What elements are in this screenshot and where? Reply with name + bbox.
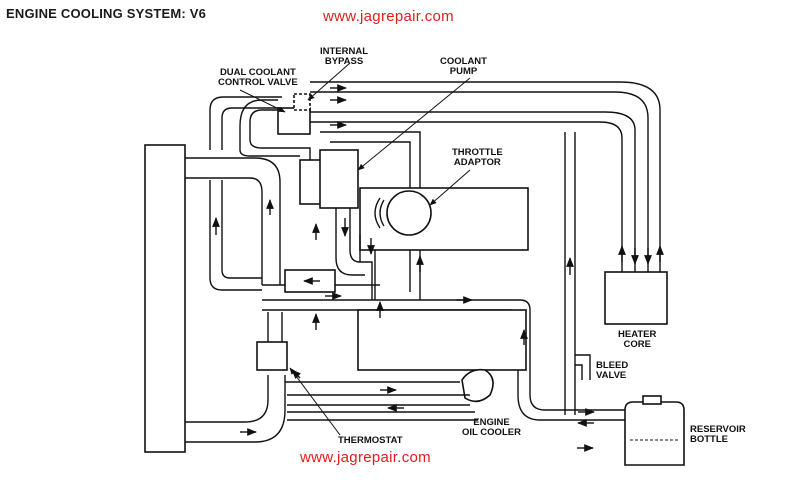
- dual-coolant-control-valve: [277, 107, 311, 135]
- pump-down-pipes: [335, 208, 376, 300]
- watermark-bottom: www.jagrepair.com: [300, 449, 431, 466]
- leader-lines: [239, 62, 471, 436]
- reservoir-return: [517, 132, 625, 421]
- label-internal-bypass-line1: INTERNAL: [320, 46, 369, 57]
- label-coolant-pump-line1: COOLANT: [440, 56, 487, 67]
- label-bleed-valve-line1: BLEED: [596, 360, 629, 371]
- engine-block-lower: [357, 309, 527, 371]
- internal-bypass: [293, 93, 311, 111]
- throttle-adaptor: [386, 190, 432, 236]
- upper-radiator-hose: [185, 157, 281, 285]
- label-engine-oil-cooler-line1: ENGINE: [473, 417, 510, 428]
- lower-radiator-hose: [185, 375, 286, 443]
- radiator: [144, 144, 186, 453]
- label-coolant-pump-line2: PUMP: [449, 66, 478, 77]
- label-coolant-pump: COOLANT PUMP: [440, 57, 487, 77]
- label-bleed-valve-line2: VALVE: [596, 370, 627, 381]
- valve-loop-lines: [239, 99, 311, 160]
- watermark-top: www.jagrepair.com: [323, 8, 454, 25]
- engine-oil-cooler: [285, 368, 494, 421]
- label-engine-oil-cooler-line2: OIL COOLER: [462, 427, 521, 438]
- label-dccv-line2: CONTROL VALVE: [218, 77, 298, 88]
- label-reservoir-bottle-line1: RESERVOIR: [690, 424, 746, 435]
- label-reservoir-bottle-line2: BOTTLE: [690, 434, 728, 445]
- diagram-title: ENGINE COOLING SYSTEM: V6: [6, 6, 207, 21]
- label-engine-oil-cooler: ENGINE OIL COOLER: [462, 418, 521, 438]
- label-heater-core: HEATER CORE: [618, 330, 656, 350]
- engine-block-upper: [359, 187, 529, 251]
- reservoir-bottle: [624, 395, 685, 466]
- label-throttle-adaptor-line1: THROTTLE: [452, 147, 503, 158]
- thermostat: [256, 341, 288, 371]
- bleed-valve: [575, 354, 591, 380]
- label-dual-coolant-control-valve: DUAL COOLANT CONTROL VALVE: [218, 68, 298, 88]
- heater-core: [604, 271, 668, 325]
- coolant-pump-outlet: [319, 149, 359, 209]
- label-thermostat-line1: THERMOSTAT: [338, 435, 403, 446]
- flow-arrows: [212, 84, 664, 452]
- label-throttle-adaptor: THROTTLE ADAPTOR: [452, 148, 503, 168]
- label-dccv-line1: DUAL COOLANT: [219, 67, 296, 78]
- label-heater-core-line2: CORE: [623, 339, 651, 350]
- label-reservoir-bottle: RESERVOIR BOTTLE: [690, 425, 746, 445]
- label-bleed-valve: BLEED VALVE: [596, 361, 628, 381]
- radiator-side-loop: [209, 96, 282, 291]
- label-internal-bypass-line2: BYPASS: [324, 56, 364, 67]
- label-thermostat: THERMOSTAT: [338, 436, 403, 446]
- label-internal-bypass: INTERNAL BYPASS: [320, 47, 368, 67]
- label-throttle-adaptor-line2: ADAPTOR: [453, 157, 501, 168]
- label-heater-core-line1: HEATER: [618, 329, 657, 340]
